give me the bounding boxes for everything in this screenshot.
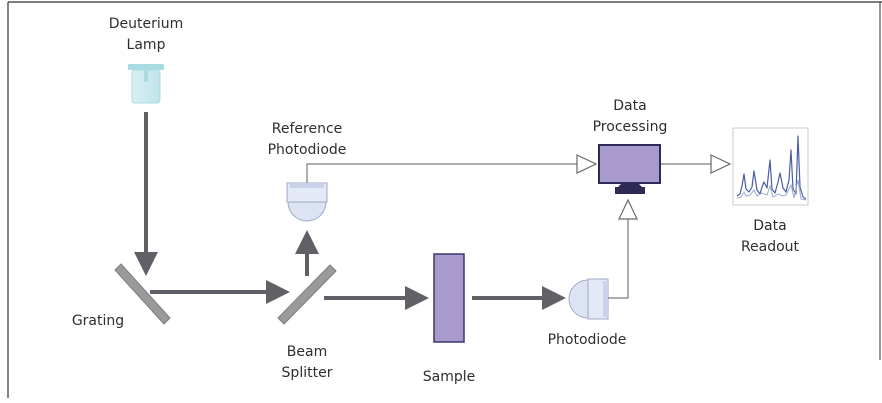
signal-arrow-output [710,154,732,174]
lamp-icon [128,64,164,104]
grating-label: Grating [72,313,124,329]
data-readout-label-line1: Data [753,218,786,234]
reference-photodiode-icon [286,182,328,222]
data-processing-label-line2: Processing [593,119,668,135]
grating-mirror-icon [114,263,171,325]
beam-splitter-label-line1: Beam [287,344,327,360]
reference-photodiode-label-line1: Reference [272,121,343,137]
signal-line-photodiode [608,219,629,299]
sample-cuvette [433,253,465,343]
monitor-icon [598,144,661,194]
data-readout-label-line2: Readout [741,239,800,255]
reference-photodiode-label-line2: Photodiode [268,142,347,158]
signal-arrow-photodiode [618,198,638,220]
deuterium-lamp-label-line1: Deuterium [109,16,184,32]
signal-line-reference [306,163,577,183]
photodiode-label: Photodiode [548,332,627,348]
photodiode-icon [568,278,609,320]
data-processing-label-line1: Data [613,98,646,114]
deuterium-lamp-label-line2: Lamp [127,37,166,53]
spectrum-icon [732,127,809,206]
signal-arrow-reference [576,154,598,174]
beam-splitter-mirror-icon [277,264,337,325]
sample-label: Sample [423,369,476,385]
beam-splitter-label-line2: Splitter [282,365,333,381]
